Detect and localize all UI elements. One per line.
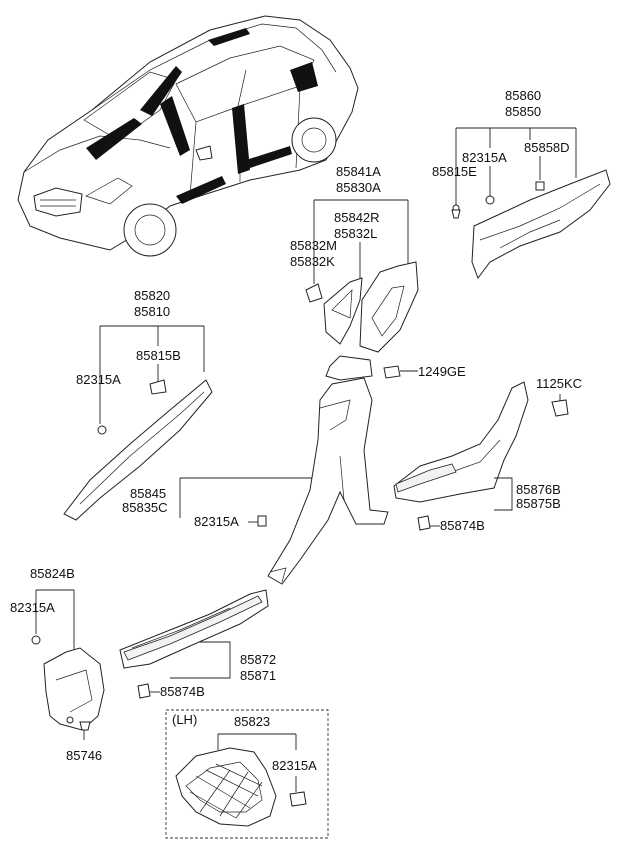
label-85858d: 85858D [524, 140, 570, 155]
cowl-trim-group: 85824B 82315A 85746 [10, 566, 105, 763]
front-pillar-group: 85820 85810 85815B 82315A [63, 288, 213, 521]
label-85876b: 85876B [516, 482, 561, 497]
label-85815b: 85815B [136, 348, 181, 363]
label-85832m: 85832M [290, 238, 337, 253]
label-85832l: 85832L [334, 226, 377, 241]
label-85842r: 85842R [334, 210, 380, 225]
label-85874b-low: 85874B [160, 684, 205, 699]
label-lh: (LH) [172, 712, 197, 727]
label-85875b: 85875B [516, 496, 561, 511]
lh-detail-box: (LH) 85823 82315A [165, 709, 329, 839]
label-85835c: 85835C [122, 500, 168, 515]
label-85845: 85845 [130, 486, 166, 501]
label-85824b: 85824B [30, 566, 75, 581]
label-1249ge: 1249GE [418, 364, 466, 379]
front-door-scuff-group: 85872 85871 85874B [119, 589, 276, 699]
label-85871: 85871 [240, 668, 276, 683]
label-85746: 85746 [66, 748, 102, 763]
label-85841a: 85841A [336, 164, 381, 179]
label-85850: 85850 [505, 104, 541, 119]
label-85820: 85820 [134, 288, 170, 303]
center-pillar-upper-group: 85841A 85830A 85842R 85832L 85832M 85832… [290, 164, 466, 381]
label-82315a-left: 82315A [76, 372, 121, 387]
rear-door-scuff-group: 1125KC 85876B 85875B 85874B [393, 376, 582, 533]
label-1125kc: 1125KC [536, 376, 582, 391]
label-85874b-right: 85874B [440, 518, 485, 533]
rear-pillar-group: 85860 85850 82315A 85858D 85815E [432, 88, 611, 280]
center-pillar-lower-group: 85845 85835C 82315A [122, 377, 389, 585]
label-82315a-top: 82315A [462, 150, 507, 165]
label-85815e: 85815E [432, 164, 477, 179]
label-85872: 85872 [240, 652, 276, 667]
label-85860: 85860 [505, 88, 541, 103]
label-85810: 85810 [134, 304, 170, 319]
label-85823: 85823 [234, 714, 270, 729]
label-85832k: 85832K [290, 254, 335, 269]
label-85830a: 85830A [336, 180, 381, 195]
label-82315a-lower: 82315A [10, 600, 55, 615]
car-illustration [17, 15, 359, 257]
label-82315a-box: 82315A [272, 758, 317, 773]
label-82315a-mid: 82315A [194, 514, 239, 529]
